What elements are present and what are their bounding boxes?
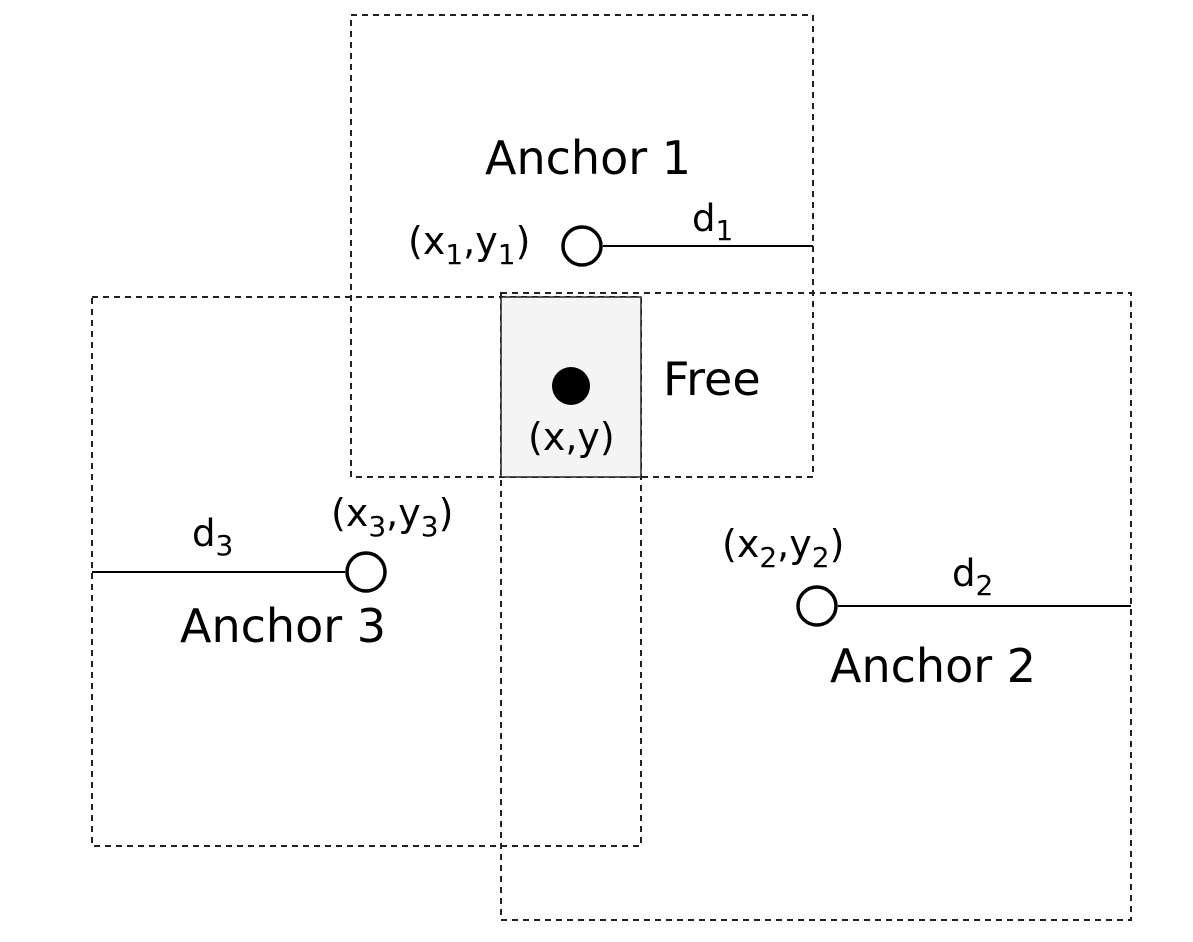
d2-label: d2 [952, 552, 993, 602]
free-node [552, 367, 590, 405]
anchor-2-node [796, 585, 838, 627]
anchor-1-label: Anchor 1 [485, 131, 691, 185]
anchor-3-coord: (x3,y3) [331, 491, 453, 543]
anchor-2-coord: (x2,y2) [722, 522, 844, 574]
anchor-2-label: Anchor 2 [830, 639, 1036, 693]
free-label: Free [663, 352, 761, 406]
anchor-2-range-box [500, 292, 1132, 921]
anchor-3-node [345, 551, 387, 593]
d3-label: d3 [192, 512, 233, 562]
anchor-1-node [561, 225, 603, 267]
free-node-coord: (x,y) [528, 415, 615, 459]
d1-label: d1 [692, 197, 733, 247]
anchor-1-coord: (x1,y1) [408, 219, 530, 271]
anchor-3-label: Anchor 3 [180, 599, 386, 653]
